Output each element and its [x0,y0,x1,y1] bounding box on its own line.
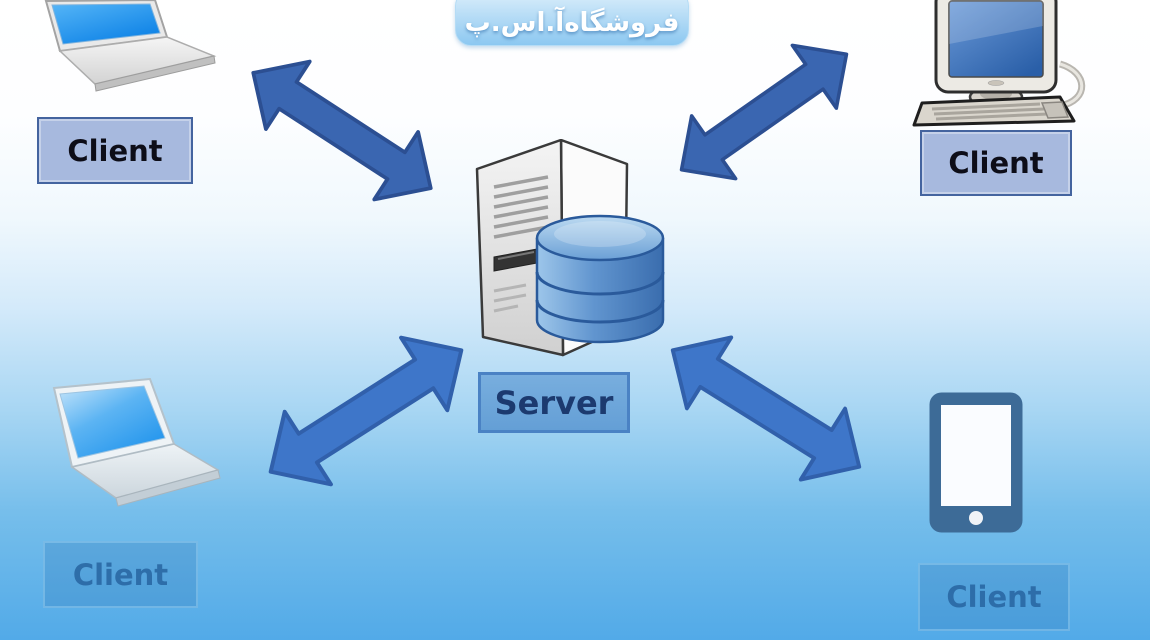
bidirectional-arrow-bottom-left [239,302,494,519]
client-label-text: Client [67,133,163,168]
watermark-badge: فروشگاه‌آ.اس.پ [455,0,689,46]
database-icon [535,214,665,344]
client-label-bottom-left: Client [43,541,198,608]
client-label-bottom-right: Client [918,563,1070,631]
watermark-text: فروشگاه‌آ.اس.پ [464,8,680,38]
client-label-text: Client [948,146,1044,180]
server-label: Server [478,372,630,433]
bidirectional-arrow-bottom-right [642,303,890,514]
client-label-top-right: Client [920,130,1072,196]
client-label-text: Client [72,557,169,592]
server-label-text: Server [494,383,614,422]
tablet-icon [929,392,1023,533]
client-label-text: Client [946,580,1042,614]
bidirectional-arrow-top-right [652,13,877,211]
client-label-top-left: Client [37,117,193,184]
desktop-computer-icon [912,0,1086,127]
laptop-icon [52,378,221,507]
bidirectional-arrow-top-left [223,28,460,232]
laptop-icon [44,0,217,92]
